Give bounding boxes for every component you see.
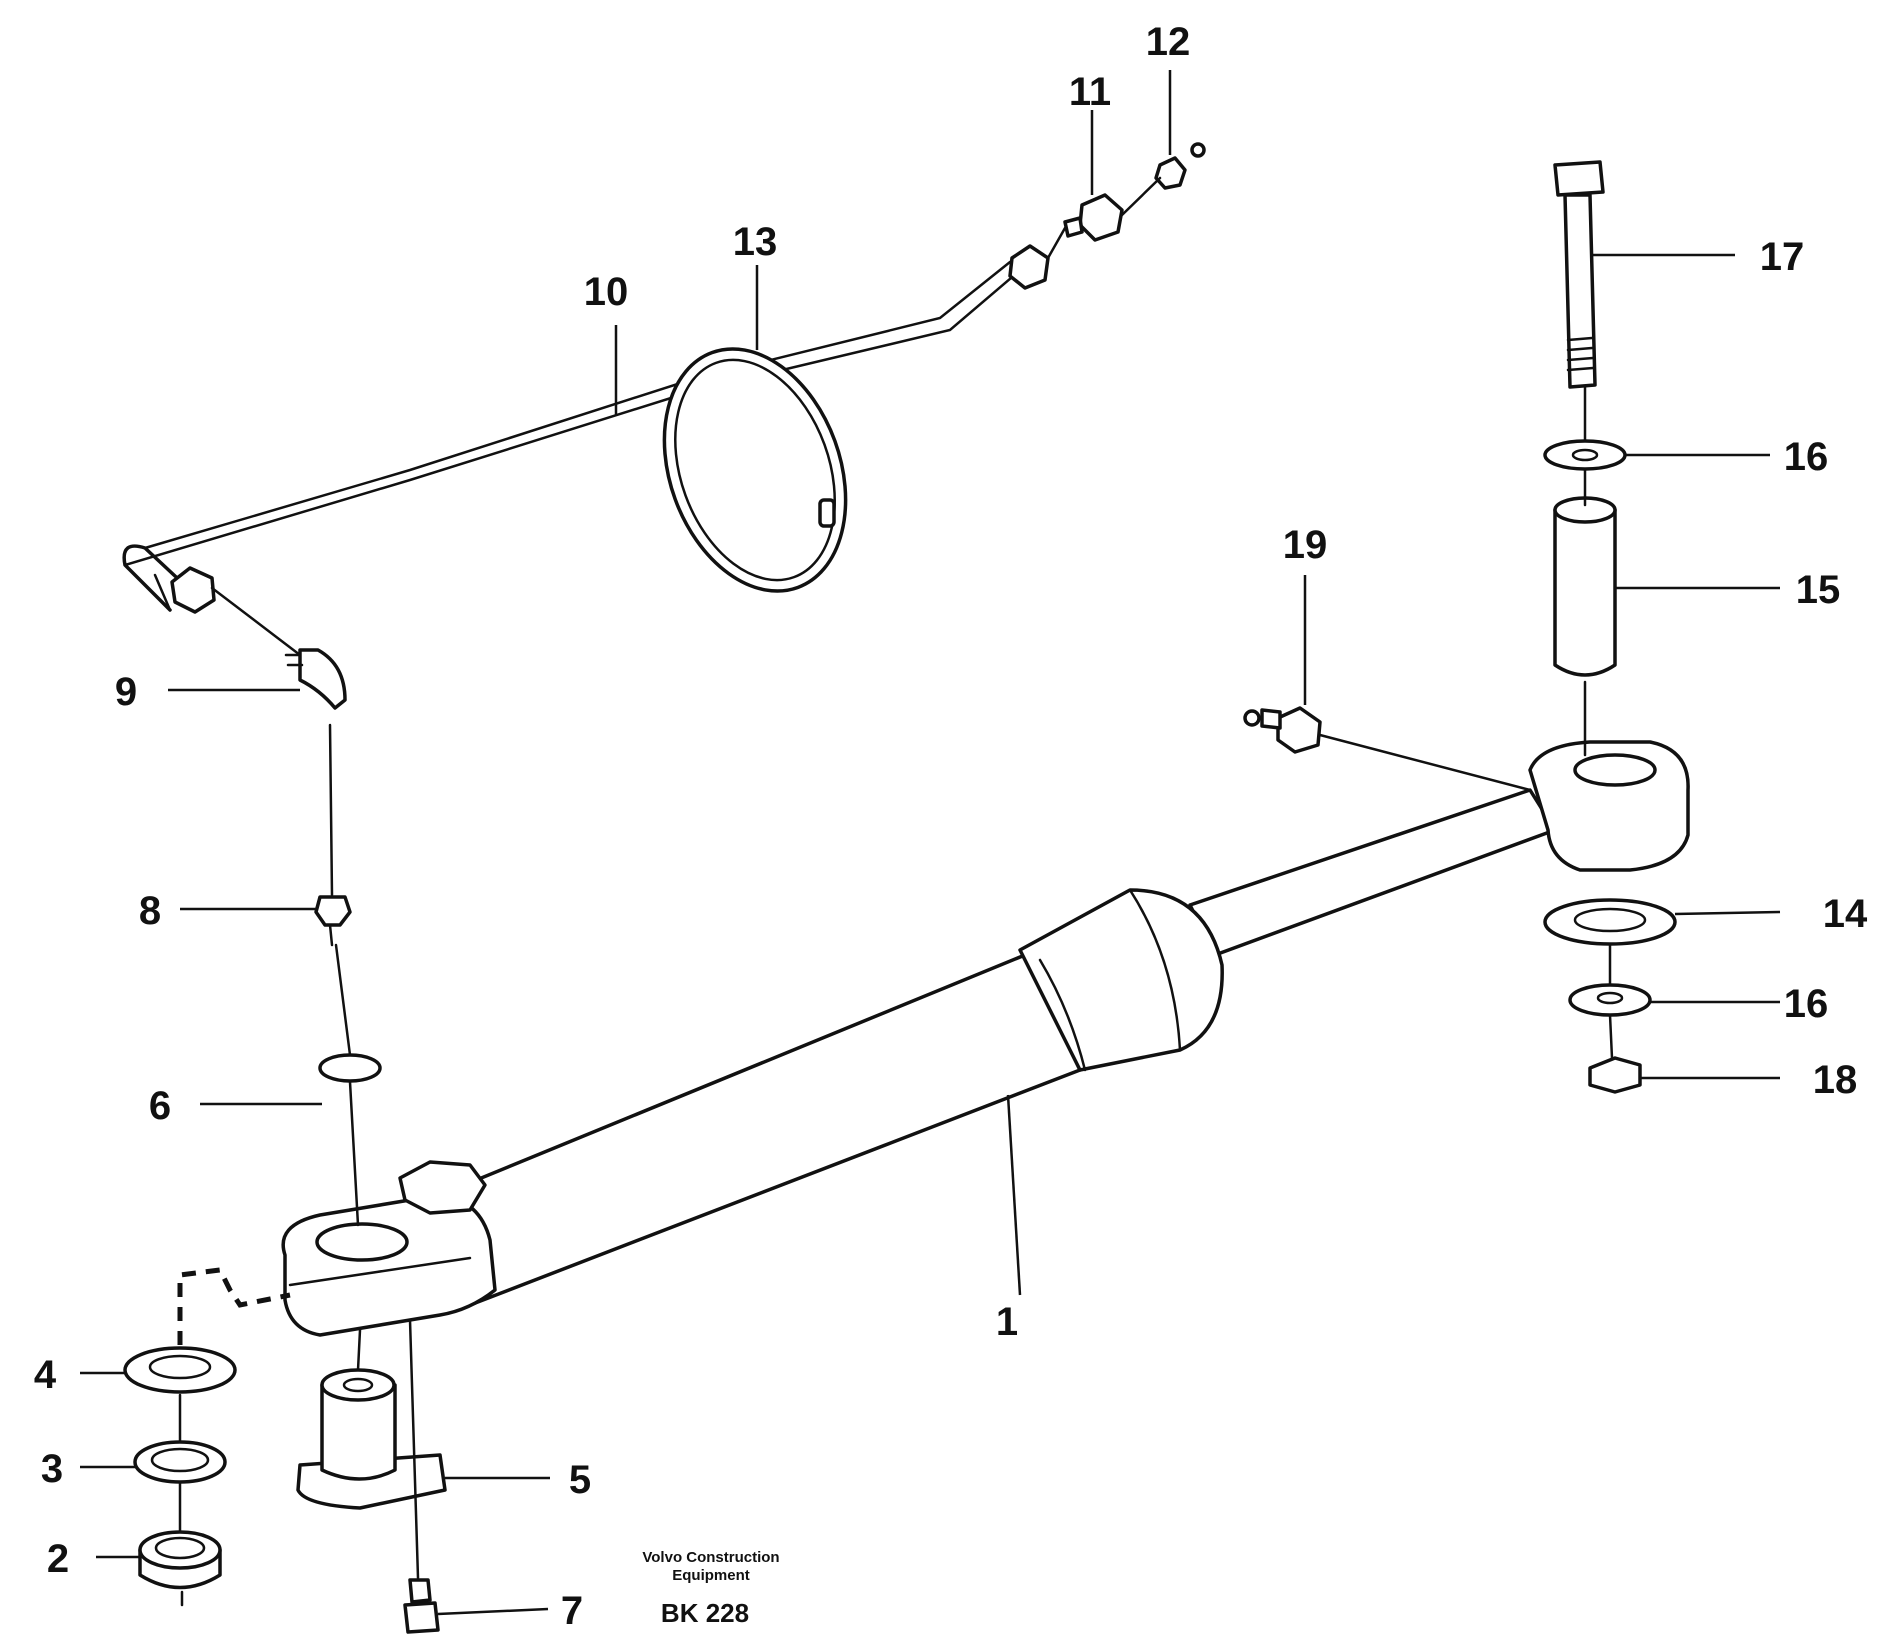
- washer-14: [1543, 898, 1677, 946]
- assembly-lines: [177, 176, 1614, 1607]
- callout-12: 12: [1146, 20, 1191, 64]
- callout-11: 11: [1069, 70, 1111, 114]
- credit-line-1: Volvo Construction: [642, 1549, 779, 1566]
- callout-4: 4: [34, 1353, 57, 1397]
- callout-3: 3: [41, 1447, 63, 1491]
- washer-4: [123, 1346, 237, 1394]
- sleeve-15: [1553, 496, 1617, 677]
- callout-14: 14: [1823, 892, 1868, 936]
- leader-lines: [80, 70, 1781, 1616]
- callout-9: 9: [115, 670, 137, 714]
- screw-7: [403, 1578, 440, 1634]
- callout-6: 6: [149, 1084, 171, 1128]
- callout-19: 19: [1283, 523, 1328, 567]
- washer-6: [318, 1053, 382, 1083]
- hose-clamp-ring: [662, 347, 848, 593]
- washer-3: [133, 1440, 227, 1484]
- grease-nipple-19: [1243, 706, 1322, 754]
- callout-2: 2: [47, 1537, 69, 1581]
- callout-17: 17: [1760, 235, 1805, 279]
- callout-1: 1: [996, 1300, 1018, 1344]
- callout-16a: 16: [1784, 435, 1829, 479]
- bracket-5: [296, 1368, 447, 1510]
- callout-8: 8: [139, 889, 161, 933]
- callout-10: 10: [584, 270, 629, 314]
- washer-16-top: [1543, 439, 1627, 471]
- callout-13: 13: [733, 220, 778, 264]
- hydraulic-cylinder: [281, 740, 1690, 1337]
- credit-line-2: Equipment: [672, 1567, 750, 1584]
- footer: Volvo Construction Equipment BK 228: [642, 1549, 779, 1628]
- bushing-2: [138, 1530, 222, 1590]
- drawing-id: BK 228: [661, 1598, 749, 1628]
- callout-16b: 16: [1784, 982, 1829, 1026]
- nut-18: [1588, 1056, 1642, 1094]
- callout-5: 5: [569, 1458, 591, 1502]
- callout-7: 7: [561, 1589, 583, 1633]
- callouts: 1 2 3 4 5 6 7 8 9 10 11 12 13 14 15 16 1…: [34, 20, 1868, 1633]
- washer-16-bottom: [1568, 983, 1652, 1017]
- callout-18: 18: [1813, 1058, 1858, 1102]
- bolt-17: [1553, 160, 1605, 389]
- grease-nipple-8: [314, 895, 352, 947]
- callout-15: 15: [1796, 568, 1841, 612]
